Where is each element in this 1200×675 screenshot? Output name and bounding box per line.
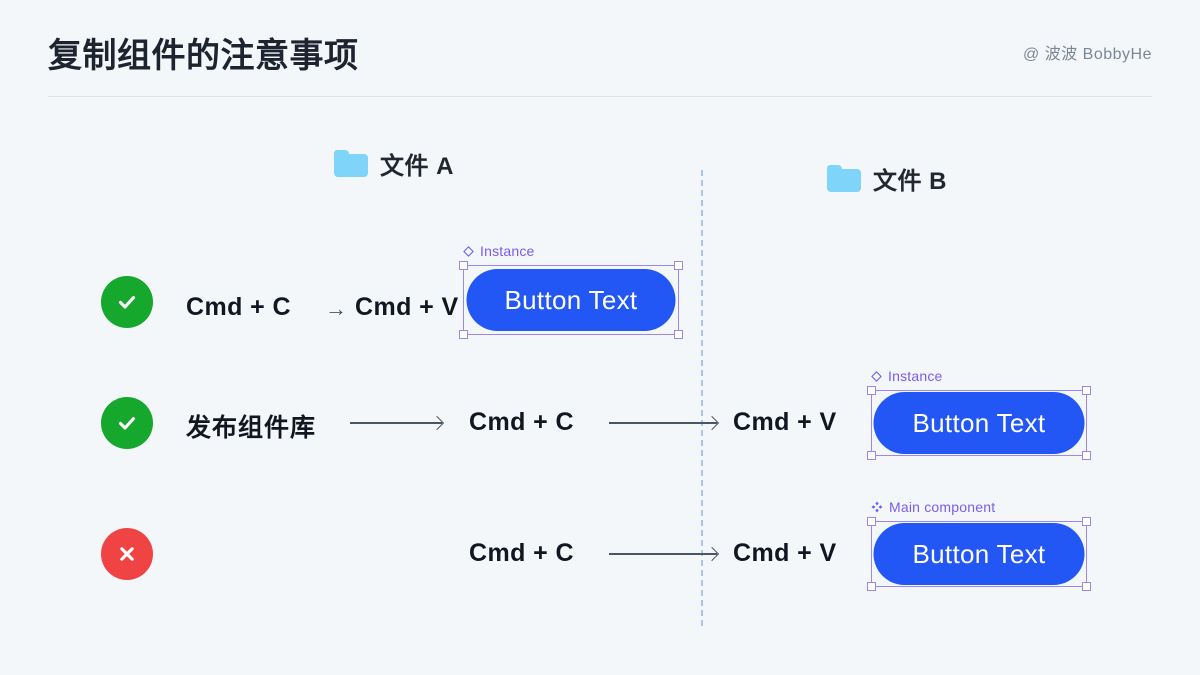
column-header-file-b: 文件 B	[827, 161, 947, 196]
row3-button[interactable]: Button Text	[873, 523, 1085, 585]
row3-selection-box[interactable]: Button Text	[867, 517, 1091, 591]
row2-action-label: 发布组件库	[186, 414, 317, 442]
row2-selection-box[interactable]: Button Text	[867, 386, 1091, 460]
status-cross-icon	[101, 528, 153, 580]
selection-handle-top-left[interactable]	[867, 386, 876, 395]
row2-button[interactable]: Button Text	[873, 392, 1085, 454]
slide-header: 复制组件的注意事项 @ 波波 BobbyHe	[0, 0, 1200, 97]
main-component-icon	[871, 501, 883, 513]
row1-layer-tag-label: Instance	[480, 243, 535, 259]
row1-arrow-icon: →	[325, 296, 347, 321]
selection-handle-top-right[interactable]	[1082, 517, 1091, 526]
header-divider	[48, 96, 1152, 97]
selection-handle-top-left[interactable]	[867, 517, 876, 526]
selection-handle-bottom-left[interactable]	[459, 330, 468, 339]
row3-copy-label: Cmd + C	[469, 539, 574, 567]
selection-handle-bottom-right[interactable]	[1082, 451, 1091, 460]
row3-layer-tag: Main component	[871, 499, 995, 515]
row1-selection-box[interactable]: Button Text	[459, 261, 683, 339]
row2-layer-tag-label: Instance	[888, 368, 943, 384]
folder-icon	[334, 150, 368, 177]
instance-diamond-icon	[463, 245, 474, 257]
row3-artboard[interactable]: Main component Button Text	[867, 499, 1091, 591]
row1-layer-tag: Instance	[463, 243, 535, 259]
row1-artboard[interactable]: Instance Button Text	[459, 243, 683, 339]
column-label-file-a: 文件 A	[380, 153, 454, 180]
row1-paste-label: Cmd + V	[355, 293, 459, 321]
selection-handle-bottom-right[interactable]	[674, 330, 683, 339]
selection-handle-top-right[interactable]	[674, 261, 683, 270]
file-boundary-divider	[701, 170, 703, 626]
row1-button[interactable]: Button Text	[466, 269, 676, 331]
selection-handle-top-left[interactable]	[459, 261, 468, 270]
selection-handle-bottom-left[interactable]	[867, 582, 876, 591]
row1-copy-label: Cmd + C	[186, 293, 291, 321]
folder-icon	[827, 165, 861, 192]
row2-paste-label: Cmd + V	[733, 408, 837, 436]
row2-arrow-1-icon	[350, 415, 445, 431]
row3-layer-tag-label: Main component	[889, 499, 996, 515]
selection-handle-bottom-right[interactable]	[1082, 582, 1091, 591]
row3-paste-label: Cmd + V	[733, 539, 837, 567]
instance-diamond-icon	[871, 370, 882, 382]
page-title: 复制组件的注意事项	[48, 37, 359, 75]
author-byline: @ 波波 BobbyHe	[1023, 46, 1152, 63]
status-check-icon	[101, 397, 153, 449]
selection-handle-bottom-left[interactable]	[867, 451, 876, 460]
column-label-file-b: 文件 B	[873, 168, 947, 195]
column-header-file-a: 文件 A	[334, 146, 454, 181]
status-check-icon	[101, 276, 153, 328]
row2-artboard[interactable]: Instance Button Text	[867, 368, 1091, 460]
row2-copy-label: Cmd + C	[469, 408, 574, 436]
row2-layer-tag: Instance	[871, 368, 943, 384]
selection-handle-top-right[interactable]	[1082, 386, 1091, 395]
row2-arrow-2-icon	[609, 415, 720, 431]
row3-arrow-icon	[609, 546, 720, 562]
